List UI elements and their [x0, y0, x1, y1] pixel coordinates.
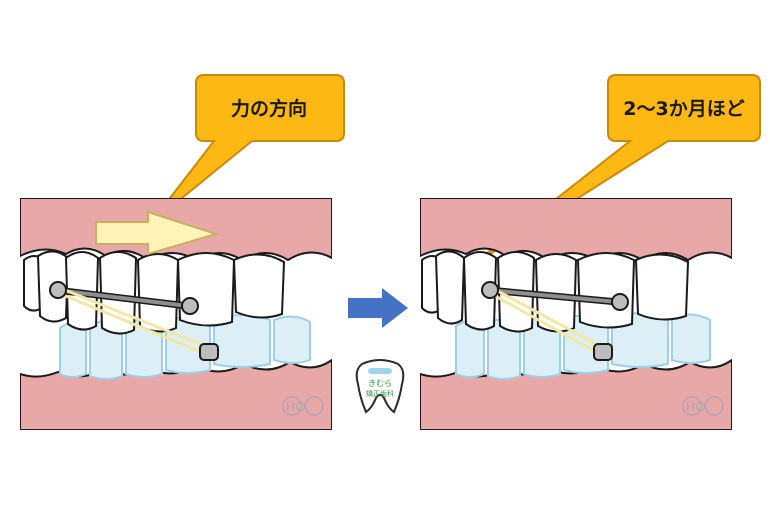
right-arrow-icon: [348, 288, 408, 328]
teeth-panel-after: HO: [420, 198, 732, 430]
teeth-panel-before: HO: [20, 198, 332, 430]
callout-label-force-direction: 力の方向: [230, 98, 307, 120]
callout-label-duration: 2～3か月ほど: [623, 98, 745, 120]
right-arrow-icon: [95, 210, 220, 256]
logo-text-name: きむら: [368, 379, 392, 388]
logo-text-clinic: 矯正歯科: [366, 389, 394, 398]
watermark-left: HO: [286, 399, 306, 414]
watermark-right: HO: [686, 399, 706, 414]
tooth-logo-icon: きむら 矯正歯科: [355, 359, 405, 414]
